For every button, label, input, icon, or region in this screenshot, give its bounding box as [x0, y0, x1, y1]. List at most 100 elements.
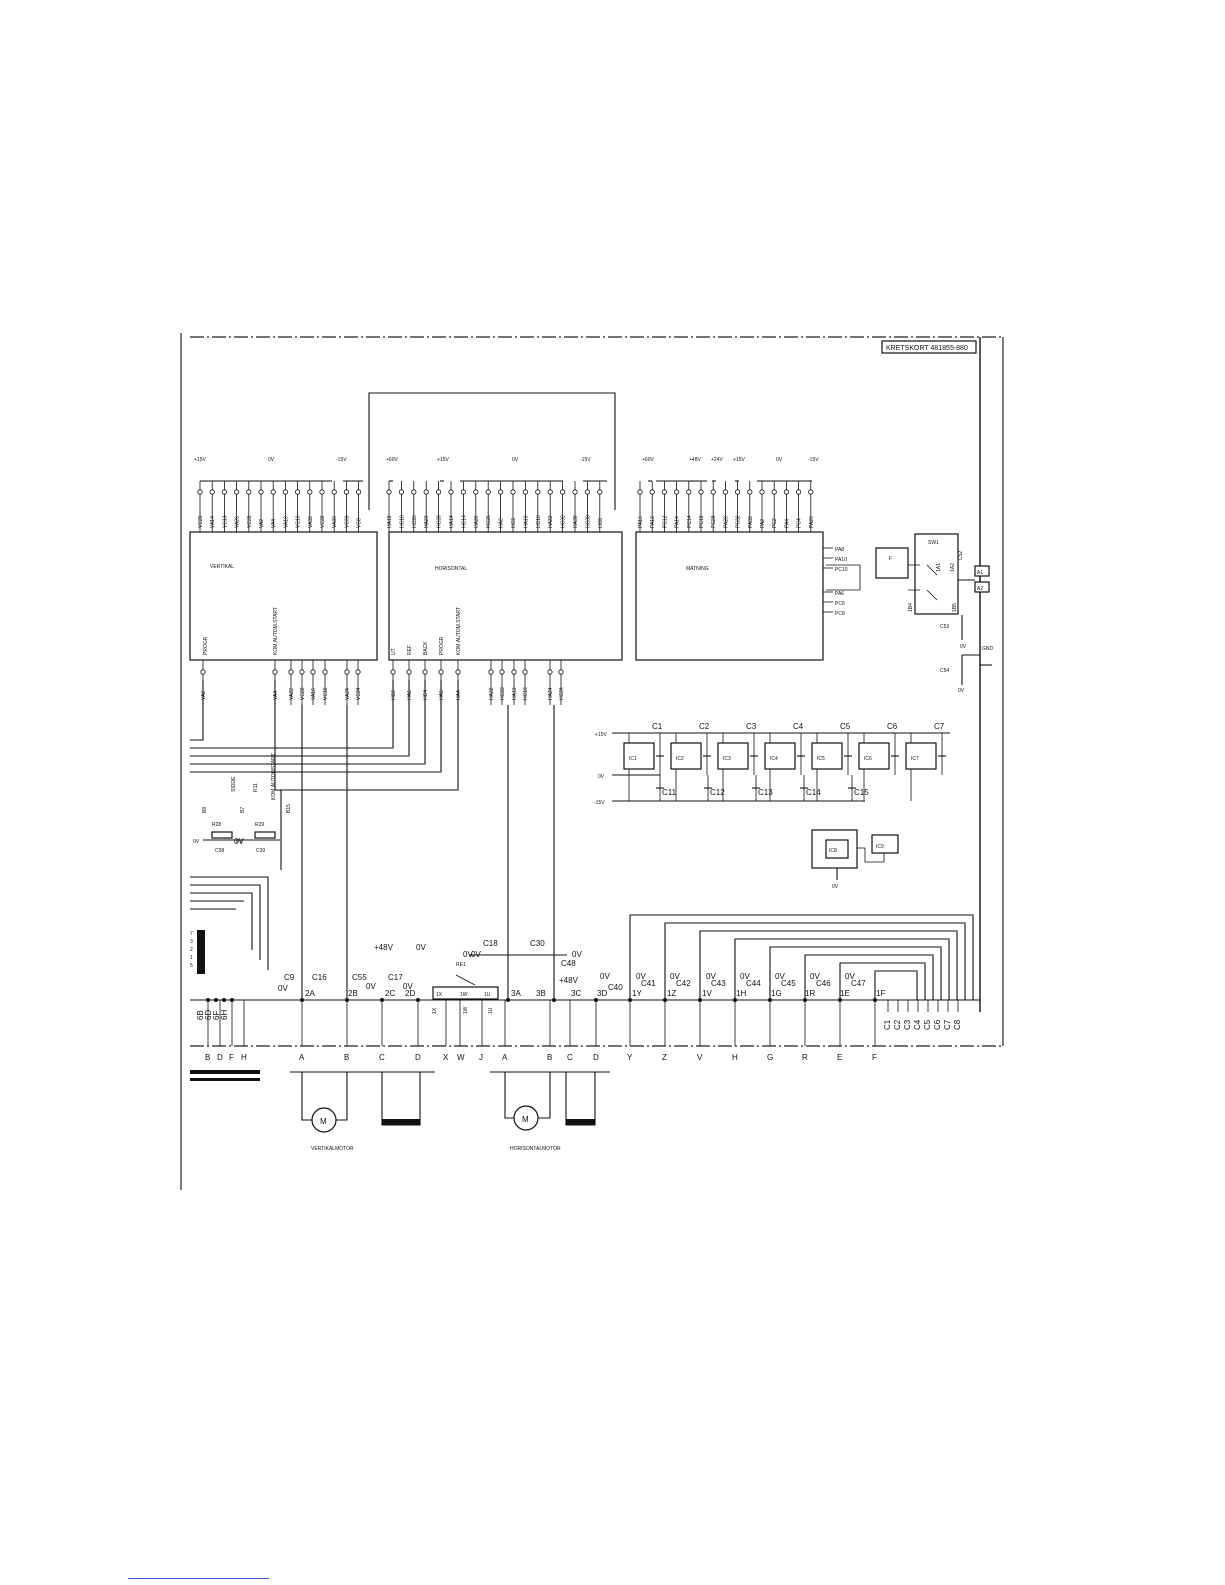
bus-label: 1Z [667, 989, 676, 998]
mat-supply-0v: 0V [776, 457, 783, 463]
mat-supply-m15: -15V [808, 457, 819, 463]
mat-supply-p24: +24V [711, 457, 723, 463]
ic-label: IC7 [911, 756, 919, 762]
top-pin-matning: PC14 [687, 515, 693, 528]
bus-node [214, 998, 218, 1002]
left-b8: B8 [202, 807, 208, 813]
left-terminal-number: 5 [190, 963, 193, 969]
cap-top: C2 [699, 722, 710, 731]
horizontal-motor-label: HORISONTALMOTOR [510, 1146, 561, 1152]
bus-label: 3C [571, 989, 581, 998]
board-frame: KRETSKORT 481855-880 [180, 333, 1004, 1190]
terminal-label: B [344, 1053, 349, 1062]
top-pin-vertical: VC14 [222, 515, 228, 528]
pin-node [234, 489, 240, 495]
pin-node [331, 489, 337, 495]
top-pin-vertical: VA10 [283, 516, 289, 528]
pin-node [759, 489, 765, 495]
ic-row-pos-label: +15V [595, 732, 607, 738]
bus-label: C41 [641, 979, 656, 988]
top-bus-label: C18 [483, 939, 498, 948]
bus-label: 0V [463, 950, 473, 959]
bottom-pin-horizontal: HC4 [423, 690, 429, 700]
ic8-label: IC8 [829, 848, 837, 854]
left-rot-sidde: SIDDE [231, 776, 237, 792]
module-boxes: VERTIKAL HORISONTAL MATNING [189, 392, 824, 661]
top-pin-vertical: VA32 [308, 516, 314, 528]
top-pin-matning: PC4 [797, 518, 803, 528]
relay-c1x: 1X [436, 992, 443, 998]
pin-node [200, 669, 206, 675]
bottom-pin-horizontal: HC24 [559, 687, 565, 700]
c-column-label: C1 [883, 1019, 892, 1030]
left-zero-1: 0V [193, 839, 200, 845]
pin-node [673, 489, 680, 495]
top-bus-label: C30 [530, 939, 545, 948]
left-components: B8 R28 B7 R29 B15 C38 C39 R11 SIDDE KOM.… [193, 753, 292, 870]
pin-node [343, 489, 349, 495]
vertical-motor-symbol: M [320, 1117, 327, 1126]
left-terminal-number: 2 [190, 947, 193, 953]
left-r29: R29 [255, 822, 264, 828]
bottom-pin-vertical: VA6 [201, 691, 207, 700]
terminal-label: F [229, 1053, 234, 1062]
hor-supply-0v: 0V [512, 457, 519, 463]
pin-node [422, 669, 428, 675]
pin-node [722, 489, 729, 495]
bus-node [506, 998, 510, 1002]
top-pin-vertical: VC8 [357, 518, 363, 528]
fuse-label: F [889, 556, 892, 562]
bus-label: 0V [810, 972, 820, 981]
ic-body [811, 742, 843, 770]
top-pin-matning: PC2 [772, 518, 778, 528]
bottom-pin-horizontal: HC16 [523, 687, 529, 700]
top-pin-horizontal: HA14 [449, 515, 455, 528]
pin-node [734, 489, 741, 495]
pin-node [460, 489, 466, 495]
pin-node [299, 669, 305, 675]
bottom-pin-vertical: VC16 [323, 687, 329, 700]
pin-node [435, 489, 442, 495]
top-pin-horizontal: HC30 [585, 515, 591, 528]
pin-node [411, 489, 417, 495]
left-rot-kom: KOM.AUTOMSTART [271, 753, 277, 800]
bus-label: C42 [676, 979, 691, 988]
side-pin: PC10 [835, 567, 848, 573]
bottom-bus [190, 954, 980, 1002]
ic-label: IC3 [723, 756, 731, 762]
top-pin-matning: PA14 [675, 516, 681, 528]
bus-label: 6F [212, 1011, 221, 1020]
ic9-label: IC9 [876, 844, 884, 850]
bus-label: C43 [711, 979, 726, 988]
top-pin-matning: PA4 [784, 519, 790, 528]
bus-label: 3A [511, 989, 521, 998]
power-section: F SW1 A1 A2 C52 1A1 1A2 1B4 1B5 C53 0V G… [826, 533, 994, 694]
top-bus-label: 0V [572, 950, 582, 959]
ic-body [764, 742, 796, 770]
bus-label: 1F [876, 989, 885, 998]
cap-top: C3 [746, 722, 757, 731]
pin-node [322, 669, 328, 675]
cap-top: C1 [652, 722, 663, 731]
c-column-label: C5 [923, 1019, 932, 1030]
pin-node [258, 489, 264, 495]
bus-label: 0V [600, 972, 610, 981]
pin-node [747, 489, 753, 495]
side-pin: PC8 [835, 611, 845, 617]
cap-c53: C53 [940, 624, 949, 630]
bottom-pin-vertical: VA16 [311, 688, 317, 700]
footer-link-underline[interactable] [128, 1578, 269, 1579]
cap-top: C6 [887, 722, 898, 731]
term-1b4: 1B4 [908, 603, 914, 612]
top-bus-label: 0V [471, 950, 481, 959]
pin-node [288, 669, 294, 675]
relay-re1: RE1 1X 1W 1U 1X 1W 1U [432, 962, 499, 1014]
side-pin: PC6 [835, 601, 845, 607]
relay-c1w-b: 1W [463, 1006, 469, 1014]
pin-node [307, 489, 313, 495]
vert-supply-m15: -15V [336, 457, 347, 463]
